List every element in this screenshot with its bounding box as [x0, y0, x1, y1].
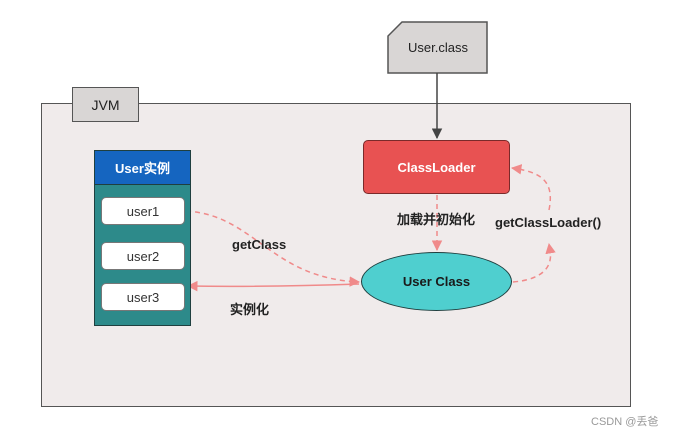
edge-label-load-init: 加载并初始化: [397, 212, 476, 227]
edge-label-get-class: getClass: [232, 237, 287, 252]
user2-instance: user2: [101, 242, 185, 270]
user1-instance: user1: [101, 197, 185, 225]
file-label: User.class: [408, 39, 468, 55]
arrow-instantiate: [186, 280, 360, 292]
instances-panel-title: User实例: [94, 150, 191, 185]
user3-instance: user3: [101, 283, 185, 311]
edge-label-get-classloader: getClassLoader(): [495, 215, 602, 230]
jvm-label: JVM: [72, 87, 139, 122]
arrow-get-classloader: [512, 242, 556, 283]
classloader-node: ClassLoader: [363, 140, 510, 194]
user-class-node: User Class: [361, 252, 512, 311]
watermark: CSDN @丢爸: [591, 416, 659, 428]
arrow-get-classloader-top: [510, 164, 551, 211]
edge-label-instantiate: 实例化: [230, 302, 270, 317]
